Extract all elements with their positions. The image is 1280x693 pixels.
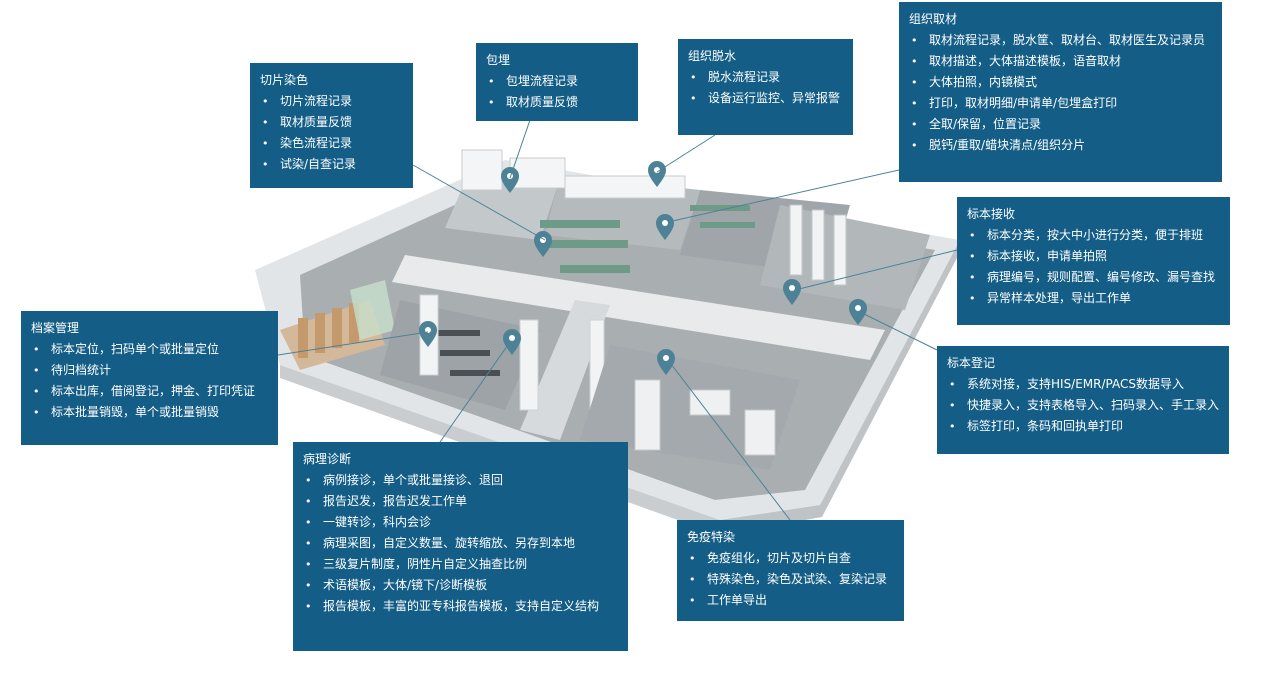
callout-list: 病例接诊，单个或批量接诊、退回 报告迟发，报告迟发工作单 一键转诊，科内会诊 病… [303, 470, 618, 617]
list-item: 系统对接，支持HIS/EMR/PACS数据导入 [947, 374, 1219, 395]
list-item: 三级复片制度，阴性片自定义抽查比例 [303, 554, 618, 575]
corridor-cross [520, 300, 610, 440]
callout-jieshou: 标本接收 标本分类，按大中小进行分类，便于排班 标本接收，申请单拍照 病理编号，… [957, 197, 1230, 325]
list-item: 设备运行监控、异常报警 [688, 88, 843, 109]
callout-tuoshui: 组织脱水 脱水流程记录 设备运行监控、异常报警 [678, 39, 853, 135]
callout-list: 免疫组化，切片及切片自查 特殊染色，染色及试染、复染记录 工作单导出 [687, 548, 894, 611]
list-item: 标本出库，借阅登记，押金、打印凭证 [31, 381, 268, 402]
corridor-main [392, 255, 885, 360]
callout-title: 切片染色 [260, 73, 309, 87]
list-item: 标本接收，申请单拍照 [967, 246, 1220, 267]
callout-list: 标本分类，按大中小进行分类，便于排班 标本接收，申请单拍照 病理编号，规则配置、… [967, 225, 1220, 309]
callout-title: 免疫特染 [687, 530, 736, 544]
list-item: 脱钙/重取/蜡块清点/组织分片 [909, 135, 1212, 156]
callout-list: 脱水流程记录 设备运行监控、异常报警 [688, 67, 843, 109]
callout-qucai: 组织取材 取材流程记录，脱水筐、取材台、取材医生及记录员 取材描述，大体描述模板… [899, 2, 1222, 182]
archive-shelves [298, 303, 359, 358]
list-item: 标签打印，条码和回执单打印 [947, 416, 1219, 437]
callout-list: 标本定位，扫码单个或批量定位 待归档统计 标本出库，借阅登记，押金、打印凭证 标… [31, 339, 268, 423]
list-item: 染色流程记录 [260, 133, 403, 154]
list-item: 异常样本处理，导出工作单 [967, 288, 1220, 309]
list-item: 取材流程记录，脱水筐、取材台、取材医生及记录员 [909, 30, 1212, 51]
pin-icon [503, 329, 521, 355]
list-item: 打印，取材明细/申请单/包埋盒打印 [909, 93, 1212, 114]
leader-lines [277, 119, 958, 521]
list-item: 取材质量反馈 [260, 112, 403, 133]
callout-title: 包埋 [486, 53, 511, 67]
callout-title: 档案管理 [31, 321, 80, 335]
list-item: 包埋流程记录 [486, 71, 628, 92]
list-item: 术语模板，大体/镜下/诊断模板 [303, 575, 618, 596]
list-item: 取材质量反馈 [486, 92, 628, 113]
floor-slab-side-right [720, 240, 960, 535]
pin-icon [656, 214, 674, 240]
pin-holes [425, 167, 861, 361]
callout-title: 组织脱水 [688, 49, 737, 63]
callout-title: 组织取材 [909, 12, 958, 26]
desks-diagnosis [430, 330, 500, 376]
callout-qiepian: 切片染色 切片流程记录 取材质量反馈 染色流程记录 试染/自查记录 [250, 63, 413, 188]
racks-right [789, 204, 847, 286]
list-item: 报告迟发，报告迟发工作单 [303, 491, 618, 512]
pin-icon [648, 161, 666, 187]
list-item: 标本分类，按大中小进行分类，便于排班 [967, 225, 1220, 246]
pin-icon [657, 349, 675, 375]
list-item: 大体拍照，内镜模式 [909, 72, 1212, 93]
location-pins [419, 161, 867, 375]
list-item: 病例接诊，单个或批量接诊、退回 [303, 470, 618, 491]
callout-list: 包埋流程记录 取材质量反馈 [486, 71, 628, 113]
callout-title: 病理诊断 [303, 452, 352, 466]
list-item: 特殊染色，染色及试染、复染记录 [687, 569, 894, 590]
callout-baomai: 包埋 包埋流程记录 取材质量反馈 [476, 43, 638, 121]
callout-dangan: 档案管理 标本定位，扫码单个或批量定位 待归档统计 标本出库，借阅登记，押金、打… [21, 311, 278, 445]
list-item: 全取/保留，位置记录 [909, 114, 1212, 135]
callout-title: 标本接收 [967, 207, 1016, 221]
pin-icon [849, 299, 867, 325]
pin-icon [501, 167, 519, 193]
list-item: 标本定位，扫码单个或批量定位 [31, 339, 268, 360]
callout-zhenduan: 病理诊断 病例接诊，单个或批量接诊、退回 报告迟发，报告迟发工作单 一键转诊，科… [293, 442, 628, 651]
list-item: 工作单导出 [687, 590, 894, 611]
glass-partition [350, 280, 395, 340]
list-item: 标本批量销毁，单个或批量销毁 [31, 402, 268, 423]
callout-mianyi: 免疫特染 免疫组化，切片及切片自查 特殊染色，染色及试染、复染记录 工作单导出 [677, 520, 904, 621]
benches-green [540, 205, 755, 273]
pin-icon [534, 231, 552, 257]
pin-icon [783, 279, 801, 305]
list-item: 取材描述，大体描述模板，语音取材 [909, 51, 1212, 72]
callout-title: 标本登记 [947, 356, 996, 370]
callout-dengji: 标本登记 系统对接，支持HIS/EMR/PACS数据导入 快捷录入，支持表格导入… [937, 346, 1229, 454]
callout-list: 系统对接，支持HIS/EMR/PACS数据导入 快捷录入，支持表格导入、扫码录入… [947, 374, 1219, 437]
list-item: 待归档统计 [31, 360, 268, 381]
callout-list: 取材流程记录，脱水筐、取材台、取材医生及记录员 取材描述，大体描述模板，语音取材… [909, 30, 1212, 156]
callout-list: 切片流程记录 取材质量反馈 染色流程记录 试染/自查记录 [260, 91, 403, 175]
list-item: 一键转诊，科内会诊 [303, 512, 618, 533]
list-item: 试染/自查记录 [260, 154, 403, 175]
list-item: 切片流程记录 [260, 91, 403, 112]
pin-icon [419, 321, 437, 347]
immuno-equipment [634, 379, 776, 456]
list-item: 快捷录入，支持表格导入、扫码录入、手工录入 [947, 395, 1219, 416]
list-item: 病理编号，规则配置、编号修改、漏号查找 [967, 267, 1220, 288]
list-item: 报告模板，丰富的亚专科报告模板，支持自定义结构 [303, 596, 618, 617]
list-item: 病理采图，自定义数量、旋转缩放、另存到本地 [303, 533, 618, 554]
list-item: 脱水流程记录 [688, 67, 843, 88]
list-item: 免疫组化，切片及切片自查 [687, 548, 894, 569]
